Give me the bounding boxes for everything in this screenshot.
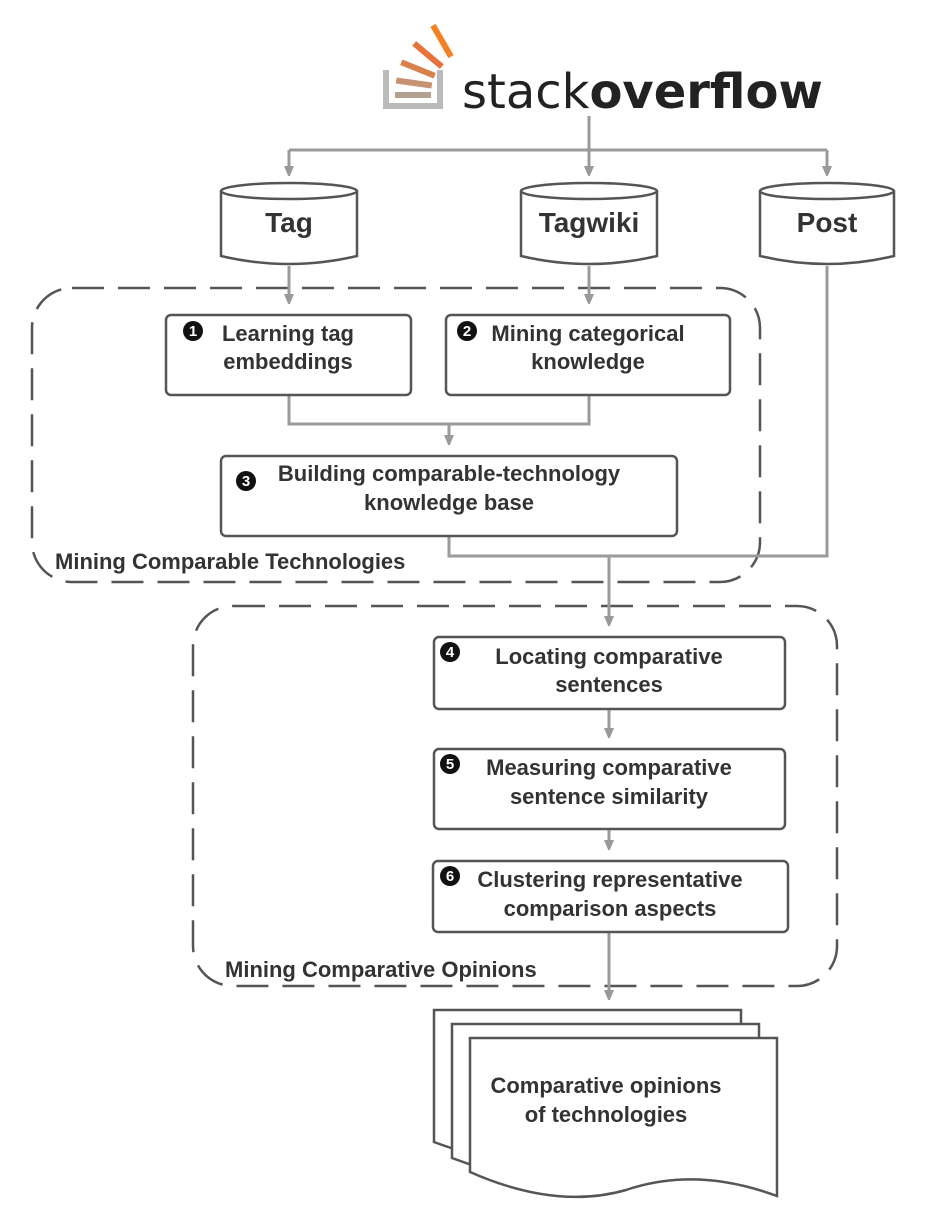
step-3-box: 3 Building comparable-technology knowled… [219, 454, 679, 538]
logo-connectors [289, 116, 827, 172]
step-1-box: 1 Learning tag embeddings [164, 313, 413, 397]
step-6-line1: Clustering representative [477, 867, 742, 892]
database-tag-label: Tag [265, 207, 313, 238]
step-2-line2: knowledge [531, 349, 645, 374]
step-6-number-badge [440, 866, 460, 886]
database-tagwiki: Tagwiki [519, 181, 659, 266]
logo-wordmark: stackoverflow [462, 64, 823, 120]
step-connectors [289, 266, 829, 996]
group-mining-opinions [191, 604, 839, 988]
output-line1: Comparative opinions [490, 1073, 721, 1098]
step-4-box: 4 Locating comparative sentences [432, 635, 787, 711]
step-2-line1: Mining categorical [491, 321, 684, 346]
output-line2: of technologies [525, 1102, 688, 1127]
step-3-number-badge [236, 471, 256, 491]
group-mining-technologies-label: Mining Comparable Technologies [55, 549, 405, 574]
step-5-number-badge [440, 754, 460, 774]
database-tag: Tag [219, 181, 359, 266]
step-3-number: 3 [242, 473, 250, 490]
group-mining-opinions-label: Mining Comparative Opinions [225, 957, 537, 982]
step-6-line2: comparison aspects [504, 896, 717, 921]
step-1-number: 1 [189, 323, 197, 340]
step-4-line2: sentences [555, 672, 663, 697]
stackoverflow-icon [383, 23, 454, 109]
step-6-box: 6 Clustering representative comparison a… [431, 859, 790, 934]
database-tagwiki-label: Tagwiki [539, 207, 640, 238]
step-4-number-badge [440, 642, 460, 662]
group-mining-technologies [30, 286, 762, 584]
step-6-number: 6 [446, 868, 454, 885]
step-4-number: 4 [446, 644, 455, 661]
stackoverflow-logo: stackoverflow [383, 23, 823, 120]
step-3-line1: Building comparable-technology [278, 461, 621, 486]
step-1-line1: Learning tag [222, 321, 354, 346]
step-5-line1: Measuring comparative [486, 755, 732, 780]
database-post: Post [758, 181, 896, 266]
step-2-number: 2 [463, 323, 471, 340]
output-documents: Comparative opinions of technologies [432, 1008, 779, 1199]
step-3-line2: knowledge base [364, 490, 534, 515]
step-4-line1: Locating comparative [495, 644, 722, 669]
step-1-number-badge [183, 321, 203, 341]
step-5-box: 5 Measuring comparative sentence similar… [432, 747, 787, 831]
step-1-line2: embeddings [223, 349, 353, 374]
step-2-box: 2 Mining categorical knowledge [444, 313, 732, 397]
step-5-line2: sentence similarity [510, 784, 709, 809]
step-5-number: 5 [446, 756, 454, 773]
step-2-number-badge [457, 321, 477, 341]
database-post-label: Post [797, 207, 858, 238]
